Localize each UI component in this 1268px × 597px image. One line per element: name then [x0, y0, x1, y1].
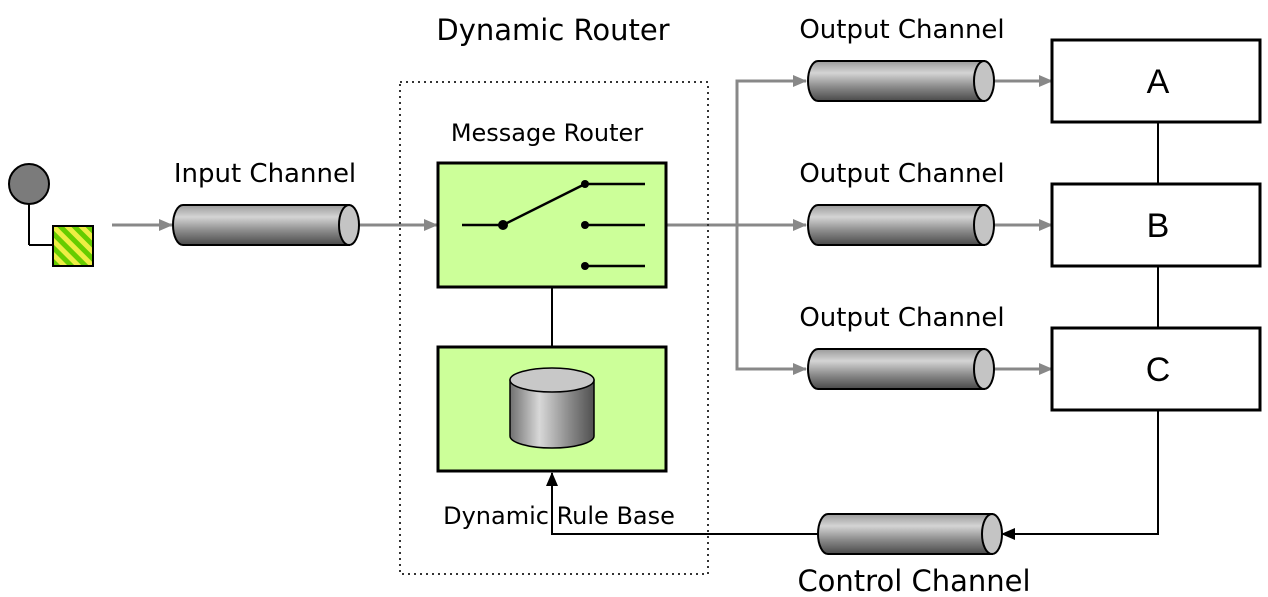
receivers: A B C: [1050, 38, 1262, 412]
router-to-output-c-connector: [735, 225, 807, 375]
output-channel-pipe-1: [807, 60, 995, 102]
dynamic-router-boundary: [399, 81, 709, 575]
database-icon: [509, 367, 595, 449]
receiver-a: A: [1050, 38, 1262, 124]
gray-connectors: [112, 75, 1053, 375]
output-channel-pipe-2: [807, 204, 995, 246]
output-channel-pipe-3: [807, 348, 995, 390]
input-channel-pipe: [172, 204, 360, 246]
control-channel-pipe: [817, 513, 1003, 555]
control-channel-label: Control Channel: [797, 564, 1030, 597]
output-channel-label-3: Output Channel: [799, 303, 1004, 333]
receiver-c-to-control-connector: [1001, 410, 1159, 540]
receiver-c-label: C: [1146, 351, 1171, 389]
message-router-label: Message Router: [451, 119, 643, 147]
input-channel-label: Input Channel: [174, 159, 356, 189]
switch-icon: [462, 180, 645, 270]
control-to-rulebase-connector: [546, 472, 820, 535]
receiver-a-label: A: [1147, 63, 1170, 101]
diagram-title: Dynamic Router: [436, 13, 669, 47]
router-to-output-a-connector: [735, 75, 807, 225]
rule-base-box: [436, 345, 668, 473]
message-router-box: [436, 161, 668, 289]
receiver-c: C: [1050, 326, 1262, 412]
control-path: [546, 410, 1159, 540]
output-channel-label-2: Output Channel: [799, 159, 1004, 189]
output-channel-label-1: Output Channel: [799, 15, 1004, 45]
receiver-b: B: [1050, 182, 1262, 268]
sender-endpoint-icon: [8, 163, 94, 267]
receiver-b-label: B: [1147, 207, 1170, 245]
rule-base-label: Dynamic Rule Base: [443, 502, 675, 530]
